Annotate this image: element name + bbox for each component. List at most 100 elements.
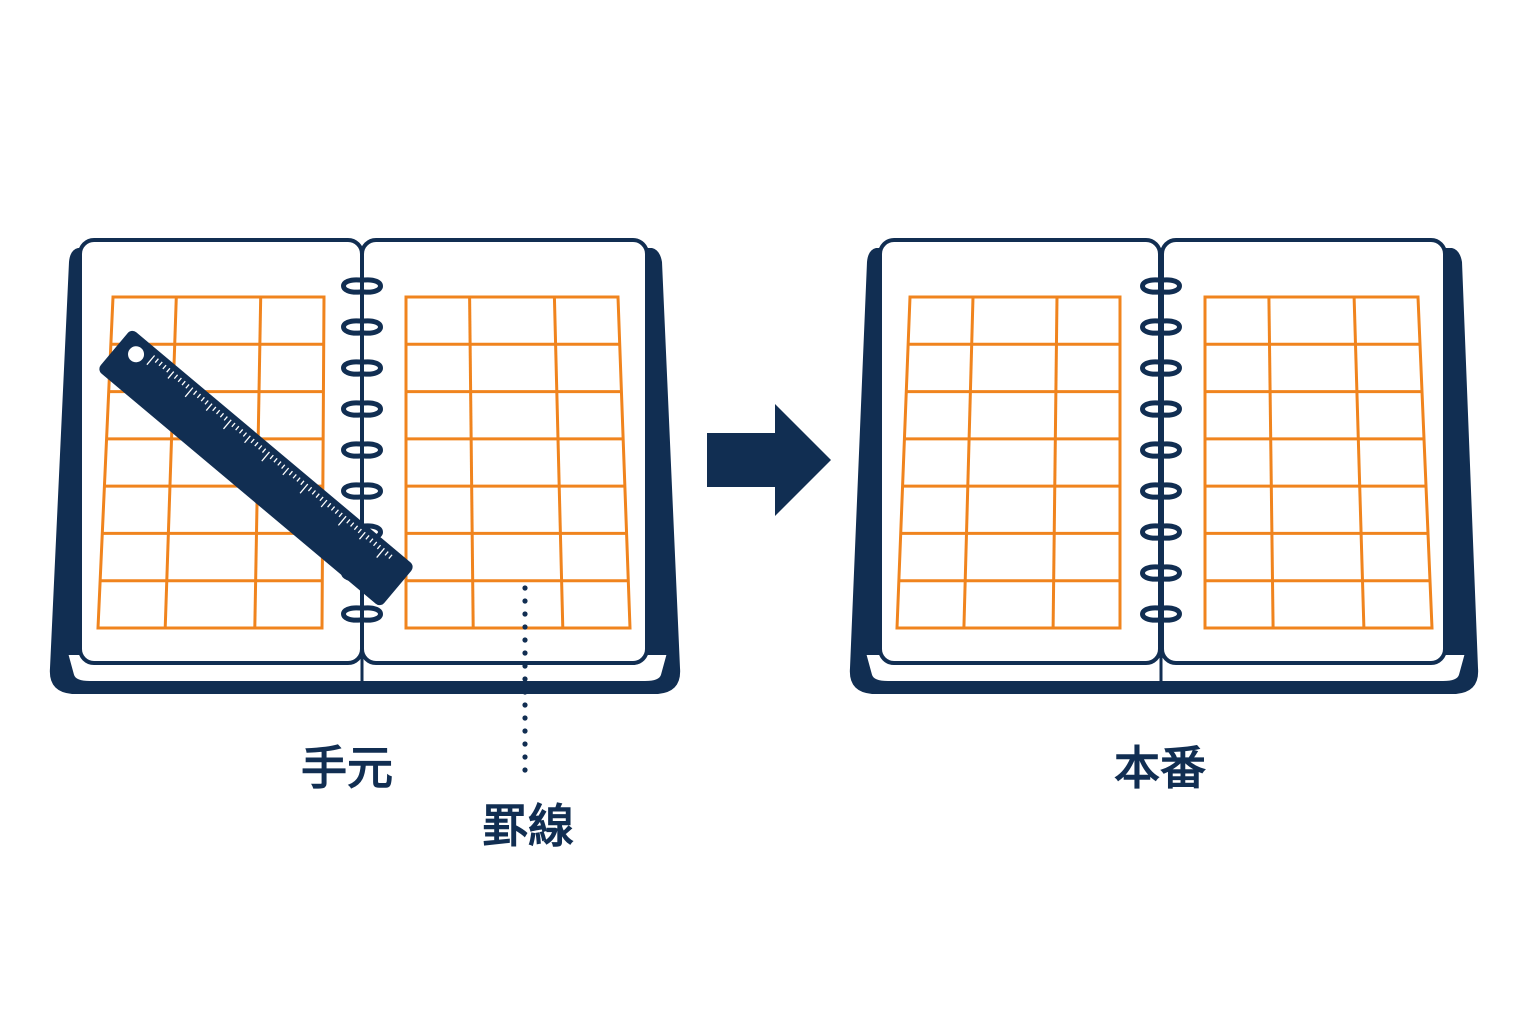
ruler-tick — [181, 380, 186, 386]
ruler-tick — [373, 541, 378, 547]
leader-dot — [522, 676, 528, 682]
orange-grid — [1203, 295, 1434, 630]
leader-dot — [522, 611, 528, 617]
ruler-tick — [330, 506, 336, 511]
spiral-ring — [341, 359, 383, 377]
ruler-tick — [184, 387, 194, 398]
ruler-tick — [200, 396, 205, 402]
spiral-ring — [1140, 441, 1182, 459]
draft-label: 手元 — [301, 741, 393, 795]
ruler-tick — [261, 451, 270, 462]
spiral-ring — [1140, 359, 1182, 377]
ruler-tick — [282, 467, 290, 476]
spiral-ring — [1140, 523, 1182, 541]
spiral-ring — [341, 441, 383, 459]
ruler-tick — [358, 531, 366, 540]
ruler-tick — [269, 454, 274, 460]
ruler-tick — [319, 496, 324, 502]
ruler-tick — [235, 425, 240, 431]
leader-dot — [522, 702, 528, 708]
leader-dot — [522, 585, 528, 591]
ruler-tick — [173, 374, 179, 380]
ruler-tick — [337, 515, 347, 526]
ruler-tick — [177, 377, 182, 383]
ruler-tick — [238, 428, 244, 434]
ruler-tick — [254, 441, 259, 447]
ruler-tick — [300, 480, 305, 486]
orange-grid — [404, 295, 632, 630]
ruler-tick — [166, 367, 171, 373]
right-arrow-icon — [707, 404, 831, 516]
ruler-tick — [231, 422, 236, 428]
ruler-tick — [346, 518, 351, 524]
ruler-tick — [167, 371, 175, 379]
ruler-tick — [258, 445, 263, 450]
orange-grid — [895, 295, 1122, 630]
spiral-ring — [1140, 277, 1182, 295]
ruler-tick — [288, 470, 293, 476]
ruler-tick — [215, 409, 221, 415]
ruler-tick — [365, 535, 370, 540]
spiral-ring — [1140, 564, 1182, 582]
leader-dot — [522, 663, 528, 669]
grid-column-line — [962, 296, 975, 629]
ruler-tick — [185, 384, 190, 389]
ruler-tick — [320, 499, 328, 508]
ruler-icon — [99, 330, 413, 606]
grid-column-line — [1051, 296, 1059, 629]
grid-column-line — [1352, 296, 1366, 629]
ruler-tick — [376, 544, 382, 550]
leader-dot — [522, 689, 528, 695]
ruler-tick — [369, 538, 374, 543]
ruler-tick — [388, 554, 393, 560]
grid-border — [895, 295, 1122, 630]
ruler-tick — [315, 493, 320, 498]
spiral-ring — [1140, 400, 1182, 418]
ruler-tick — [219, 412, 225, 418]
draft-notebook — [49, 238, 681, 694]
ruler-tick — [296, 477, 301, 482]
ruler-tick — [250, 438, 255, 444]
ruled-line-leader — [522, 585, 528, 773]
leader-dot — [522, 637, 528, 643]
leader-dot — [522, 741, 528, 747]
ruler-tick — [204, 400, 209, 405]
ruler-tick — [196, 393, 202, 399]
ruler-tick — [311, 490, 316, 495]
spiral-ring — [341, 277, 383, 295]
spiral-ring — [1140, 605, 1182, 623]
final-label: 本番 — [1114, 741, 1206, 795]
leader-dot — [522, 598, 528, 604]
ruler-tick — [307, 486, 313, 492]
leader-dot — [522, 728, 528, 734]
grid-border — [96, 295, 326, 630]
ruler-tick — [350, 522, 355, 527]
ruler-tick — [158, 361, 163, 367]
grid-border — [404, 295, 632, 630]
ruler-tick — [376, 547, 385, 558]
ruler-tick — [273, 457, 278, 463]
spiral-ring — [341, 318, 383, 336]
left-page — [878, 238, 1162, 665]
ruler-tick — [244, 435, 251, 444]
leader-dot — [522, 715, 528, 721]
ruler-tick — [292, 473, 297, 479]
ruler-tick — [162, 364, 167, 370]
ruler-tick — [299, 483, 309, 494]
spiral-ring — [1140, 482, 1182, 500]
ruler-tick — [338, 512, 343, 518]
ruler-tick — [212, 406, 217, 412]
ruler-tick — [353, 525, 359, 531]
spiral-ring — [341, 605, 383, 623]
ruler-tick — [242, 432, 248, 437]
ruled-lines-label: 罫線 — [482, 799, 574, 853]
ruler-tick — [384, 551, 389, 556]
leader-dot — [522, 754, 528, 760]
ruler-tick — [327, 502, 332, 508]
spiral-ring — [341, 400, 383, 418]
grid-column-line — [1267, 296, 1275, 629]
leader-dot — [522, 624, 528, 630]
ruler-tick — [154, 358, 159, 363]
ruler-tick — [223, 416, 228, 421]
